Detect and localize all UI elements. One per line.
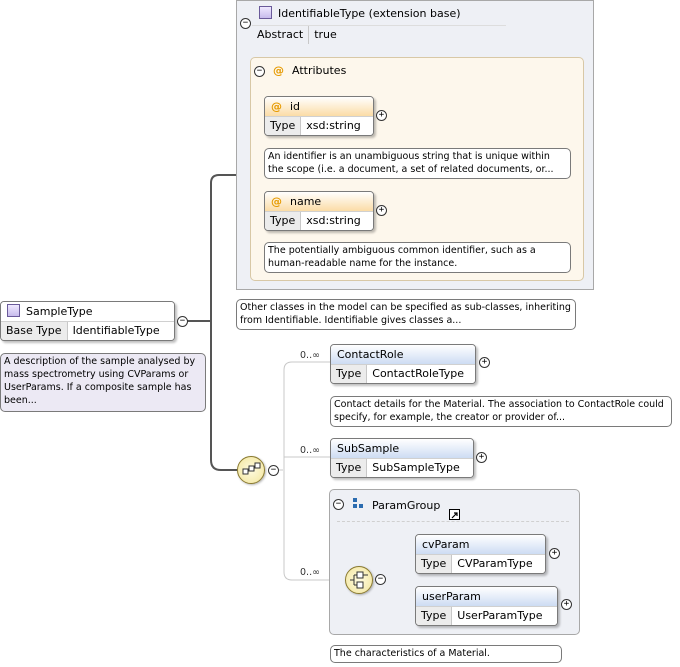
name-documentation: The potentially ambiguous common identif… <box>264 242 571 273</box>
userparam-box[interactable]: userParam Type UserParamType <box>415 586 558 626</box>
subsample-cardinality: 0..∞ <box>300 445 320 456</box>
contact-type-value: ContactRoleType <box>367 365 475 383</box>
subsample-type-key: Type <box>331 459 368 477</box>
cvparam-type-row: Type CVParamType <box>416 555 545 573</box>
paramgroup-label: ParamGroup <box>372 499 441 512</box>
expand-toggle-userparam[interactable]: + <box>561 599 572 610</box>
collapse-toggle-attributes[interactable]: − <box>254 66 265 77</box>
attribute-icon: @ <box>271 195 282 208</box>
name-type-row: Type xsd:string <box>265 212 373 230</box>
expand-toggle-contact[interactable]: + <box>479 357 490 368</box>
id-attribute-name: id <box>290 100 301 113</box>
complex-type-icon <box>7 304 20 317</box>
choice-symbol <box>350 571 368 589</box>
sequence-symbol <box>242 462 261 475</box>
sample-base-key: Base Type <box>1 322 68 340</box>
subsample-header: SubSample <box>331 439 473 459</box>
sample-type-title: SampleType <box>26 305 93 318</box>
contact-role-header: ContactRole <box>331 345 475 365</box>
expand-toggle-subsample[interactable]: + <box>476 452 487 463</box>
identifiable-type-title: IdentifiableType (extension base) <box>259 6 461 20</box>
paramgroup-cardinality: 0..∞ <box>300 567 320 578</box>
cvparam-box[interactable]: cvParam Type CVParamType <box>415 534 546 574</box>
abstract-key: Abstract <box>252 26 310 44</box>
id-type-key: Type <box>265 117 302 135</box>
name-attribute-header: @ name <box>265 192 373 212</box>
goto-reference-icon[interactable] <box>449 509 460 520</box>
group-icon <box>353 498 363 508</box>
identifiable-documentation: Other classes in the model can be specif… <box>236 299 576 330</box>
abstract-row: Abstract true <box>252 25 506 44</box>
cvparam-header: cvParam <box>416 535 545 555</box>
expand-toggle-name[interactable]: + <box>376 205 387 216</box>
name-attribute-box[interactable]: @ name Type xsd:string <box>264 191 374 231</box>
name-type-key: Type <box>265 212 302 230</box>
id-documentation: An identifier is an unambiguous string t… <box>264 148 571 179</box>
sequence-compositor-icon[interactable] <box>237 456 265 484</box>
expand-toggle-cvparam[interactable]: + <box>549 548 560 559</box>
collapse-toggle-sequence[interactable]: − <box>268 465 279 476</box>
userparam-type-row: Type UserParamType <box>416 607 557 625</box>
choice-compositor-icon[interactable] <box>345 566 373 594</box>
userparam-type-value: UserParamType <box>452 607 557 625</box>
paramgroup-divider <box>337 521 569 522</box>
contact-role-title: ContactRole <box>337 348 404 361</box>
subsample-type-value: SubSampleType <box>367 459 473 477</box>
collapse-toggle-identifiable[interactable]: − <box>240 18 251 29</box>
sample-type-box[interactable]: SampleType Base Type IdentifiableType <box>0 301 175 341</box>
contact-type-row: Type ContactRoleType <box>331 365 475 383</box>
attributes-label: Attributes <box>292 64 347 77</box>
id-type-row: Type xsd:string <box>265 117 373 135</box>
subsample-type-row: Type SubSampleType <box>331 459 473 477</box>
arrow-icon <box>451 512 458 519</box>
userparam-header: userParam <box>416 587 557 607</box>
paramgroup-documentation: The characteristics of a Material. <box>330 645 562 663</box>
complex-type-icon <box>259 6 272 19</box>
expand-toggle-id[interactable]: + <box>376 110 387 121</box>
contact-role-box[interactable]: ContactRole Type ContactRoleType <box>330 344 476 384</box>
attribute-icon: @ <box>273 64 284 77</box>
paramgroup-title: ParamGroup <box>352 497 440 512</box>
userparam-type-key: Type <box>416 607 453 625</box>
sample-base-value: IdentifiableType <box>67 322 174 340</box>
contact-type-key: Type <box>331 365 368 383</box>
collapse-toggle-paramgroup[interactable]: − <box>333 499 344 510</box>
attribute-icon: @ <box>271 100 282 113</box>
id-attribute-header: @ id <box>265 97 373 117</box>
cvparam-type-key: Type <box>416 555 453 573</box>
cvparam-title: cvParam <box>422 538 470 551</box>
contact-cardinality: 0..∞ <box>300 350 320 361</box>
name-type-value: xsd:string <box>301 212 373 230</box>
subsample-title: SubSample <box>337 442 400 455</box>
collapse-toggle-sample[interactable]: − <box>177 316 188 327</box>
sample-documentation: A description of the sample analysed by … <box>0 353 206 412</box>
cvparam-type-value: CVParamType <box>452 555 545 573</box>
id-type-value: xsd:string <box>301 117 373 135</box>
collapse-toggle-choice[interactable]: − <box>375 574 386 585</box>
contact-documentation: Contact details for the Material. The as… <box>330 396 672 427</box>
identifiable-type-label: IdentifiableType (extension base) <box>278 7 461 20</box>
userparam-title: userParam <box>422 590 481 603</box>
name-attribute-name: name <box>290 195 322 208</box>
abstract-value: true <box>314 28 337 41</box>
id-attribute-box[interactable]: @ id Type xsd:string <box>264 96 374 136</box>
subsample-box[interactable]: SubSample Type SubSampleType <box>330 438 474 478</box>
sample-type-header: SampleType <box>1 302 174 322</box>
sample-base-row: Base Type IdentifiableType <box>1 322 174 340</box>
attributes-title: @ Attributes <box>273 64 346 77</box>
